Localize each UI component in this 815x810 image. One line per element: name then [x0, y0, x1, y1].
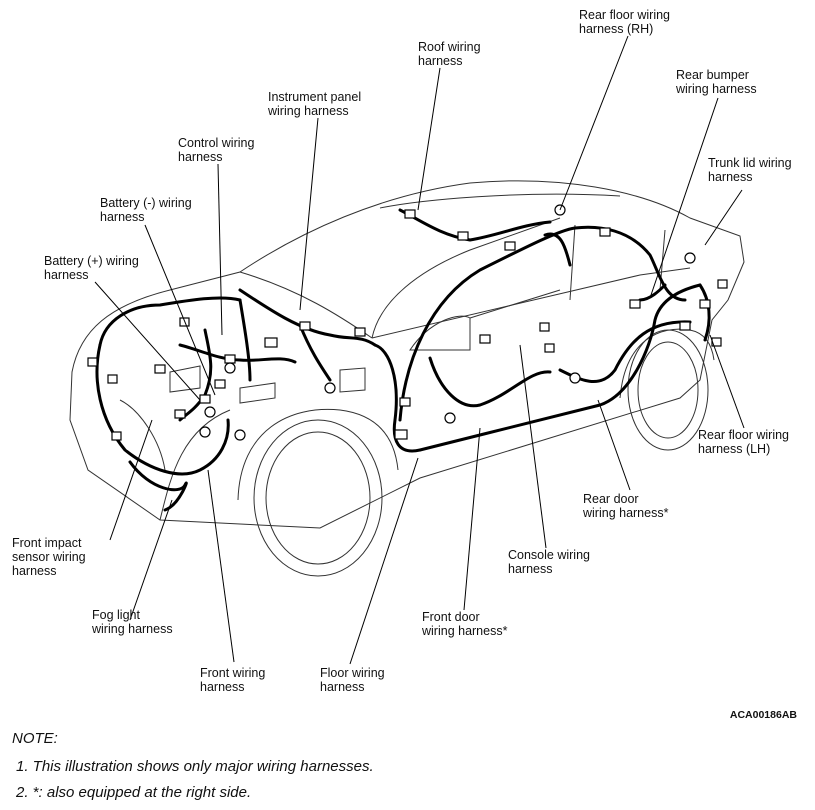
leader-lines [94, 35, 745, 665]
label-trunk-lid: Trunk lid wiring harness [708, 156, 792, 184]
note-item-2: 2. *: also equipped at the right side. [16, 784, 252, 801]
label-fog-light: Fog light wiring harness [92, 608, 173, 636]
battery-box [169, 365, 366, 404]
label-front-door: Front door wiring harness* [422, 610, 508, 638]
label-control: Control wiring harness [178, 136, 255, 164]
label-battery-neg: Battery (-) wiring harness [100, 196, 192, 224]
label-battery-pos: Battery (+) wiring harness [44, 254, 139, 282]
label-console: Console wiring harness [508, 548, 590, 576]
label-instrument-panel: Instrument panel wiring harness [268, 90, 362, 118]
car-body-outline [69, 180, 745, 529]
note-item-1: 1. This illustration shows only major wi… [16, 758, 374, 775]
label-rear-floor-lh: Rear floor wiring harness (LH) [698, 428, 790, 456]
harness-network [95, 208, 711, 512]
label-rear-floor-rh: Rear floor wiring harness (RH) [579, 8, 671, 36]
label-front-impact: Front impact sensor wiring harness [12, 536, 86, 578]
label-rear-bumper: Rear bumper wiring harness [676, 68, 757, 96]
label-front: Front wiring harness [200, 666, 266, 694]
label-rear-door: Rear door wiring harness* [583, 492, 669, 520]
wiring-harness-illustration [69, 35, 745, 665]
note-heading: NOTE: [12, 730, 58, 747]
label-floor: Floor wiring harness [320, 666, 385, 694]
label-roof: Roof wiring harness [418, 40, 481, 68]
figure-id: ACA00186AB [729, 709, 797, 721]
front-wheel [237, 408, 399, 577]
connectors [87, 204, 728, 441]
